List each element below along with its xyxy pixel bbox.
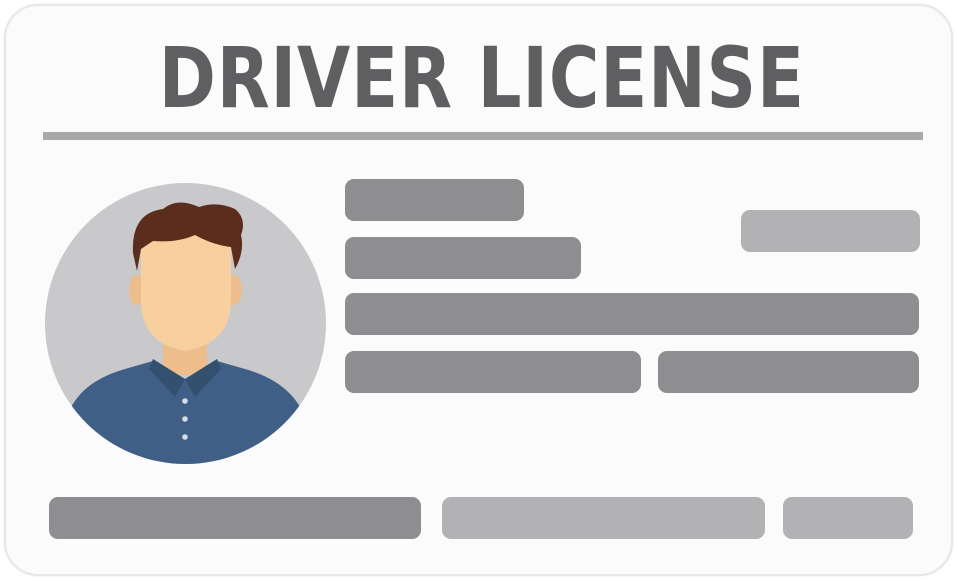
info-field-6 [658, 351, 919, 393]
info-field-5 [345, 351, 641, 393]
bottom-field-1 [49, 497, 421, 539]
driver-license-card: DRIVER LICENSE [4, 4, 953, 576]
info-field-3 [345, 237, 581, 279]
bottom-field-2 [442, 497, 765, 539]
bottom-field-3 [783, 497, 913, 539]
male-user-avatar-icon [45, 183, 326, 464]
title-divider [43, 132, 923, 140]
card-title: DRIVER LICENSE [158, 29, 805, 127]
info-field-2 [741, 210, 920, 252]
avatar [45, 183, 326, 464]
info-field-4 [345, 293, 919, 335]
info-field-1 [345, 179, 524, 221]
